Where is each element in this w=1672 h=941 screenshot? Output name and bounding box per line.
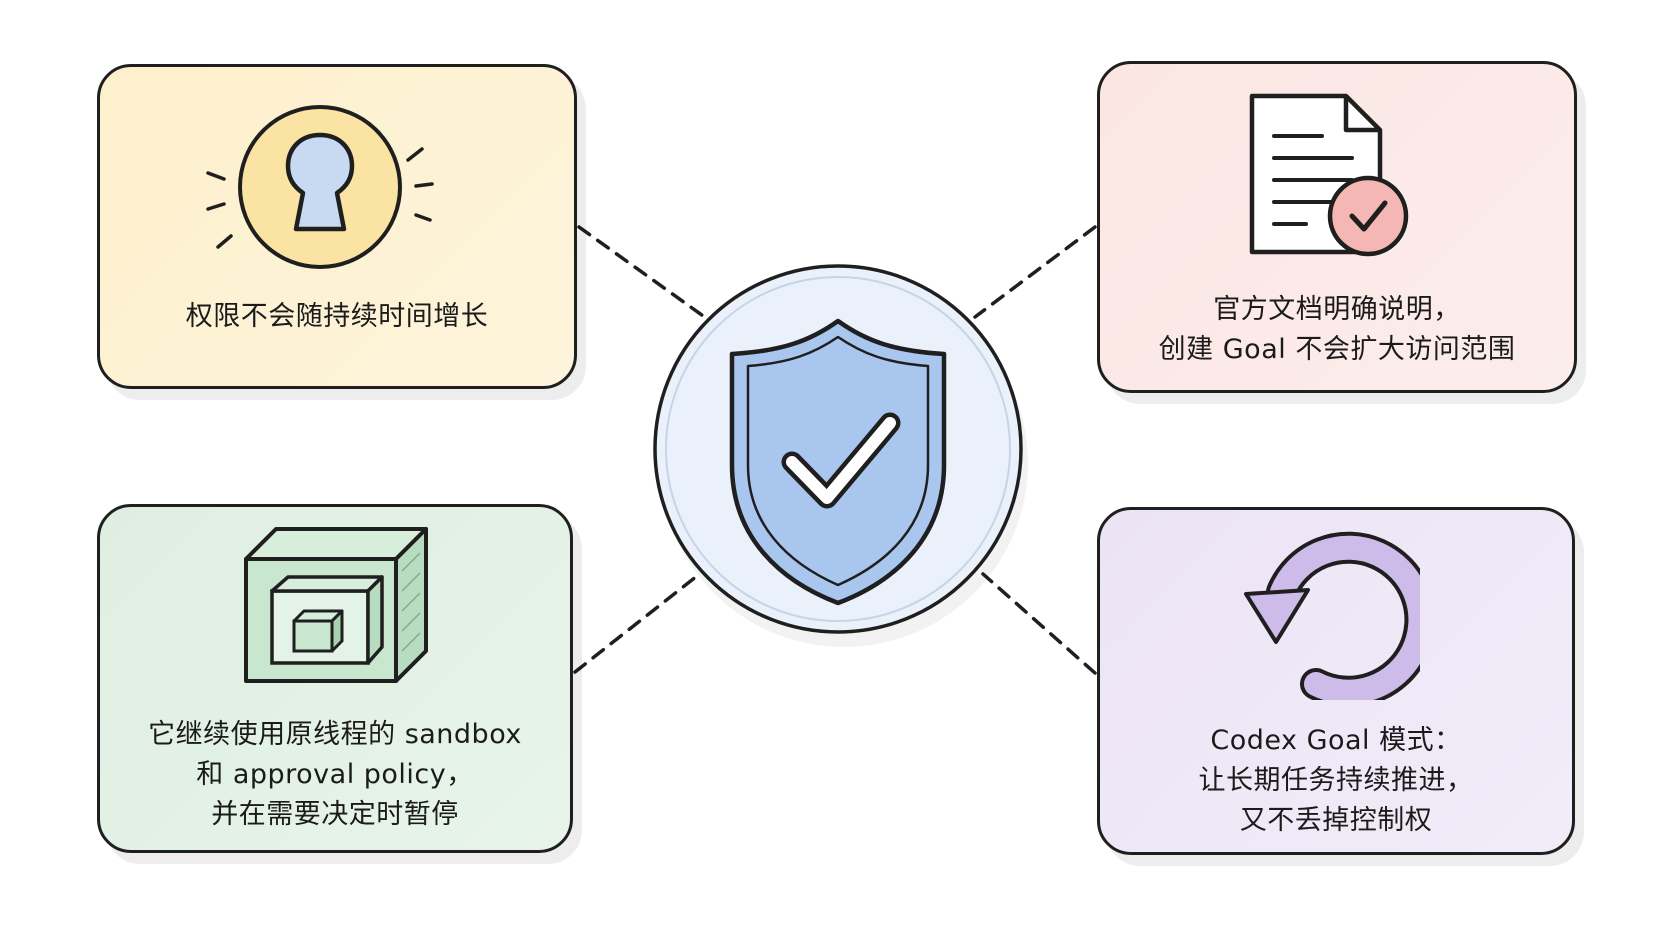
document-check-icon: [1249, 93, 1409, 257]
card-sandbox-line-2: 和 approval policy，: [196, 759, 474, 790]
connector-top-right: [973, 225, 1097, 319]
sandbox-box-icon: [244, 527, 428, 683]
keyhole-lock-icon: [206, 105, 434, 269]
card-goal-mode-line-1: Codex Goal 模式：: [1210, 725, 1462, 756]
card-sandbox: 它继续使用原线程的 sandbox 和 approval policy， 并在需…: [97, 504, 573, 853]
card-goal-mode-text: Codex Goal 模式： 让长期任务持续推进， 又不丢掉控制权: [1100, 721, 1572, 841]
card-permission: 权限不会随持续时间增长: [97, 64, 577, 389]
card-sandbox-text: 它继续使用原线程的 sandbox 和 approval policy， 并在需…: [100, 715, 570, 835]
card-sandbox-line-3: 并在需要决定时暂停: [211, 799, 459, 830]
card-official-docs: 官方文档明确说明， 创建 Goal 不会扩大访问范围: [1097, 61, 1577, 393]
connector-bottom-right: [981, 572, 1097, 675]
card-goal-mode: Codex Goal 模式： 让长期任务持续推进， 又不丢掉控制权: [1097, 507, 1575, 855]
connector-bottom-left: [573, 574, 699, 674]
card-goal-mode-line-3: 又不丢掉控制权: [1239, 805, 1433, 836]
card-official-docs-text: 官方文档明确说明， 创建 Goal 不会扩大访问范围: [1100, 290, 1574, 370]
card-sandbox-line-1: 它继续使用原线程的 sandbox: [148, 719, 522, 750]
card-goal-mode-line-2: 让长期任务持续推进，: [1198, 765, 1474, 796]
loop-arrow-icon: [1244, 531, 1420, 700]
card-permission-line-1: 权限不会随持续时间增长: [185, 301, 489, 332]
card-official-docs-line-1: 官方文档明确说明，: [1213, 294, 1461, 325]
card-official-docs-line-2: 创建 Goal 不会扩大访问范围: [1158, 334, 1516, 365]
connector-top-left: [577, 225, 708, 320]
shield-check-icon: [729, 318, 947, 606]
center-badge: [653, 264, 1028, 647]
card-permission-text: 权限不会随持续时间增长: [100, 297, 574, 337]
